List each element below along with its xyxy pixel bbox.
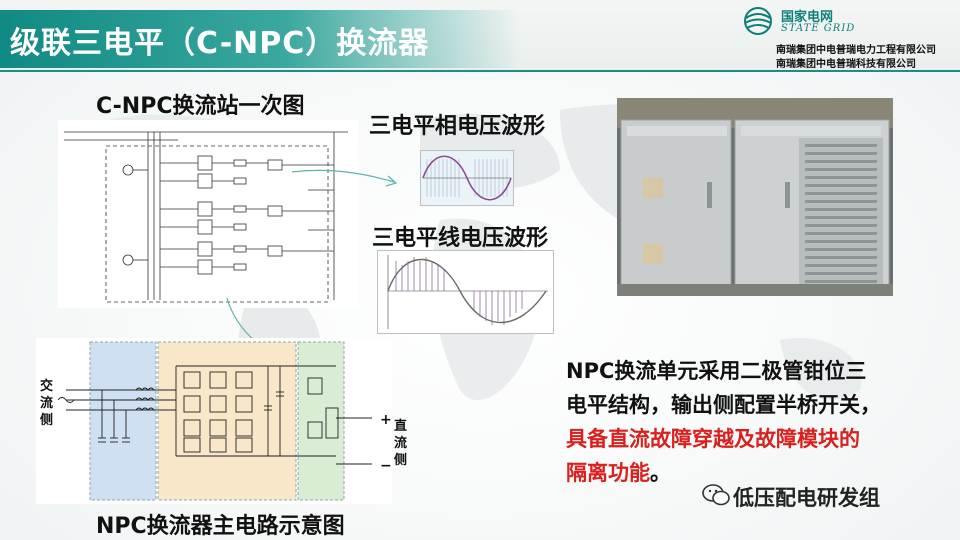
description-text: NPC换流单元采用二极管钳位三 电平结构，输出侧配置半桥开关， 具备直流故障穿越… xyxy=(566,354,946,490)
description-line-4: 隔离功能。 xyxy=(566,456,946,490)
description-line-3: 具备直流故障穿越及故障模块的 xyxy=(566,427,860,451)
dc-minus-label: − xyxy=(380,458,392,474)
description-line-2: 电平结构，输出侧配置半桥开关， xyxy=(566,393,881,417)
description-line-4-end: 。 xyxy=(650,461,671,485)
dc-plus-label: + xyxy=(380,412,392,428)
station-single-line-diagram xyxy=(58,120,358,308)
company-name-2: 南瑞集团中电普瑞科技有限公司 xyxy=(776,59,916,70)
main-circuit-drawing xyxy=(57,341,372,501)
state-grid-logo-icon xyxy=(744,7,772,35)
line-waveform-chart xyxy=(387,255,548,329)
description-line-4-red: 隔离功能 xyxy=(566,461,650,485)
npc-main-circuit-diagram xyxy=(36,338,392,504)
phase-waveform-label: 三电平相电压波形 xyxy=(369,114,546,139)
title-banner xyxy=(0,10,520,68)
station-diagram-drawing xyxy=(64,131,348,303)
watermark-text: 低压配电研发组 xyxy=(733,486,880,510)
line-voltage-waveform xyxy=(377,250,554,334)
main-circuit-label: NPC换流器主电路示意图 xyxy=(96,514,345,539)
dc-side-label: 直流侧 xyxy=(394,419,408,468)
page-title: 级联三电平（C-NPC）换流器 xyxy=(10,26,430,61)
phase-voltage-waveform xyxy=(420,150,514,206)
line-waveform-label: 三电平线电压波形 xyxy=(372,226,549,251)
header-divider xyxy=(0,70,960,72)
arrow-to-phase-waveform-icon xyxy=(291,169,398,187)
phase-waveform-chart xyxy=(421,151,513,205)
description-line-1: NPC换流单元采用二极管钳位三 xyxy=(566,359,867,383)
company-name-1: 南瑞集团中电普瑞电力工程有限公司 xyxy=(776,45,936,56)
brand-name-en: STATE GRID xyxy=(781,23,856,34)
wechat-icon xyxy=(702,484,730,506)
ac-side-label: 交流侧 xyxy=(40,379,54,428)
brand-name-cn: 国家电网 xyxy=(781,10,834,25)
converter-cabinet-photo xyxy=(617,98,893,296)
station-diagram-label: C-NPC换流站一次图 xyxy=(96,94,305,119)
